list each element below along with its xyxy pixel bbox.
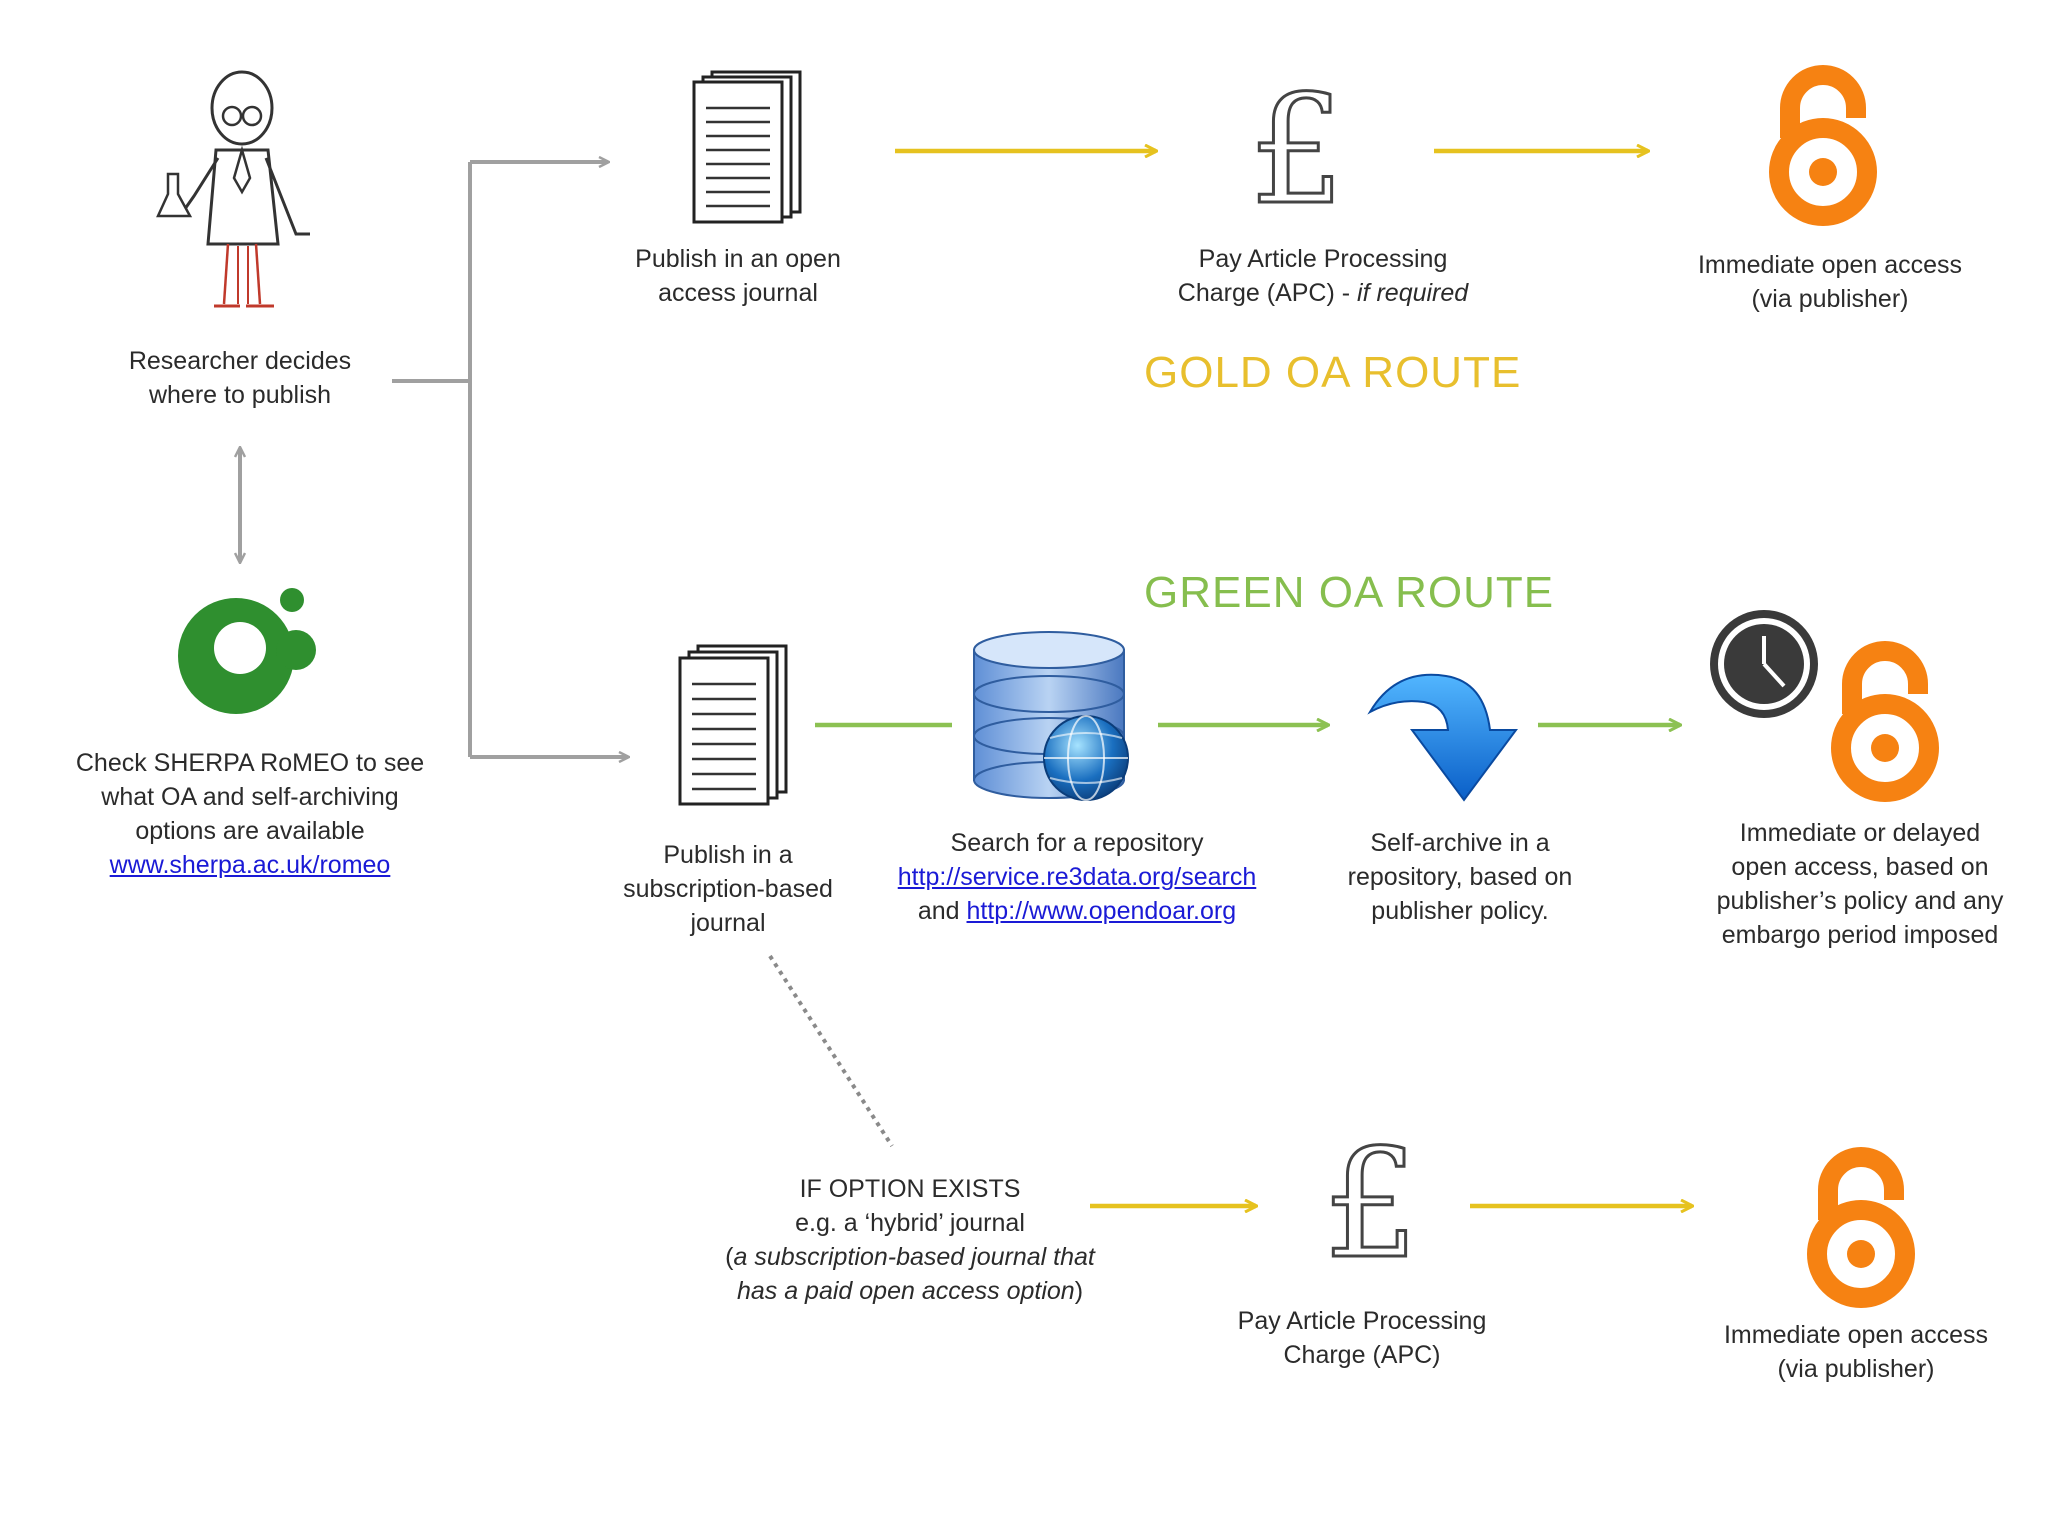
- open-access-lock-icon: [1806, 1142, 1916, 1312]
- clock-icon: [1706, 606, 1822, 722]
- green-archive-label: Self-archive in a repository, based on p…: [1347, 829, 1573, 925]
- open-access-lock-icon: [1768, 60, 1878, 230]
- document-stack-icon: [672, 642, 792, 806]
- pound-sign-icon: £: [1296, 1124, 1446, 1274]
- sherpa-label: Check SHERPA RoMEO to see what OA and se…: [75, 749, 425, 879]
- gold-publish-label: Publish in an open access journal: [635, 245, 841, 307]
- svg-text:£: £: [1249, 70, 1344, 220]
- document-stack-icon: [686, 68, 806, 224]
- green-publish-label: Publish in a subscription-based journal: [623, 841, 833, 937]
- gold-route-title: GOLD OA ROUTE: [1144, 348, 1522, 397]
- hybrid-dotted-connector: [768, 954, 894, 1148]
- sherpa-link[interactable]: www.sherpa.ac.uk/romeo: [109, 851, 391, 879]
- green-route-title: GREEN OA ROUTE: [1144, 568, 1555, 617]
- green-result-label: Immediate or delayed open access, based …: [1716, 819, 2004, 949]
- hybrid-apc-label: Pay Article Processing Charge (APC): [1237, 1307, 1487, 1369]
- gold-apc-label: Pay Article Processing Charge (APC) - if…: [1177, 245, 1469, 307]
- researcher-label: Researcher decides where to publish: [128, 347, 352, 409]
- pound-sign-icon: £: [1222, 70, 1372, 220]
- curved-down-arrow-icon: [1366, 668, 1526, 808]
- database-globe-icon: [968, 628, 1138, 808]
- svg-text:£: £: [1323, 1124, 1418, 1274]
- hybrid-label: IF OPTION EXISTS e.g. a ‘hybrid’ journal…: [725, 1175, 1095, 1305]
- re3data-link[interactable]: http://service.re3data.org/search: [897, 863, 1257, 891]
- opendoar-link[interactable]: http://www.opendoar.org: [966, 897, 1237, 925]
- gold-result-label: Immediate open access (via publisher): [1697, 251, 1963, 313]
- open-access-lock-icon: [1830, 636, 1940, 806]
- scientist-icon: [150, 66, 320, 316]
- sherpa-romeo-logo: [176, 588, 326, 718]
- green-search-label: Search for a repository http://service.r…: [897, 829, 1257, 925]
- hybrid-result-label: Immediate open access (via publisher): [1723, 1321, 1989, 1383]
